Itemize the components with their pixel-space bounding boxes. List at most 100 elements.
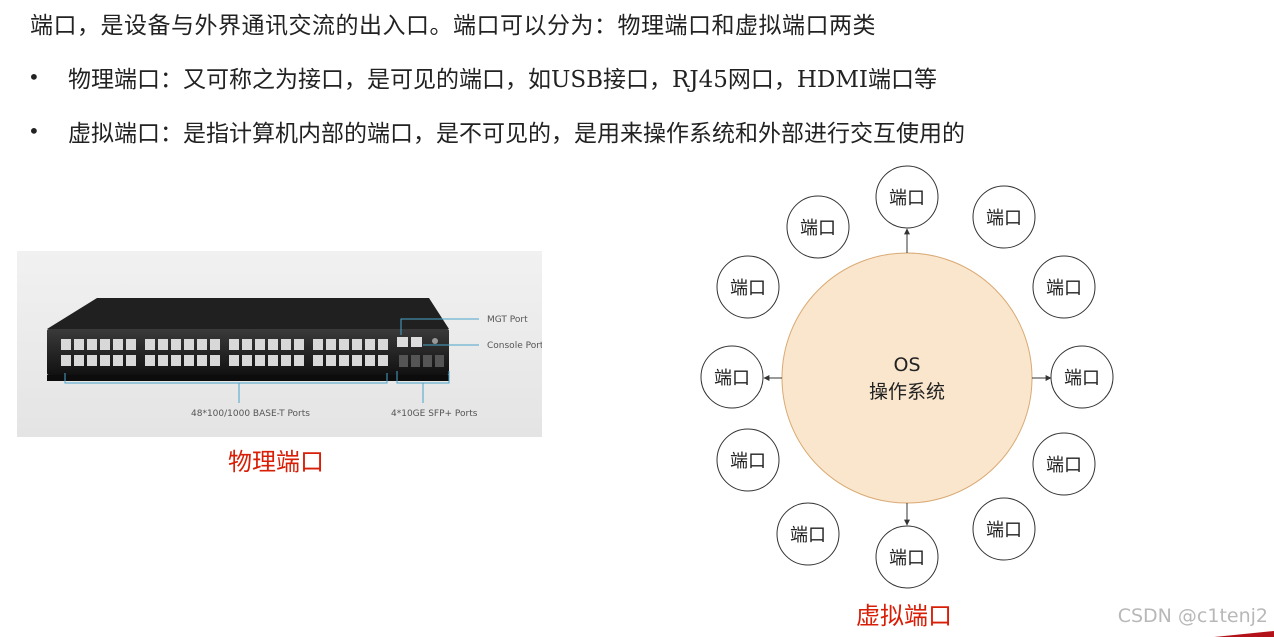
switch-top xyxy=(47,298,449,329)
rj45-port xyxy=(378,355,388,366)
label-sfp-ports: 4*10GE SFP+ Ports xyxy=(391,409,478,419)
logo-dot xyxy=(432,338,438,344)
rj45-port xyxy=(74,339,84,350)
rj45-port xyxy=(378,339,388,350)
mgt-port xyxy=(397,337,408,347)
port-node-label: 端口 xyxy=(1046,455,1082,476)
port-node xyxy=(776,502,840,566)
rj45-port xyxy=(100,355,110,366)
rj45-port xyxy=(197,355,207,366)
rj45-port xyxy=(365,355,375,366)
sfp-port xyxy=(435,355,444,367)
port-node xyxy=(972,185,1036,249)
rj45-port xyxy=(171,355,181,366)
port-node-label: 端口 xyxy=(889,188,925,209)
sfp-port xyxy=(423,355,432,367)
rj45-port xyxy=(87,355,97,366)
rj45-port xyxy=(339,355,349,366)
rj45-port xyxy=(313,339,323,350)
bullet-virtual: • 虚拟端口：是指计算机内部的端口，是不可见的，是用来操作系统和外部进行交互使用… xyxy=(28,114,965,148)
port-node xyxy=(875,165,939,229)
port-node-label: 端口 xyxy=(790,525,826,546)
rj45-port xyxy=(294,339,304,350)
port-node-label: 端口 xyxy=(986,208,1022,229)
rj45-port xyxy=(171,339,181,350)
rj45-port xyxy=(326,339,336,350)
rj45-port xyxy=(87,339,97,350)
corner-accent xyxy=(1214,631,1274,637)
rj45-port xyxy=(313,355,323,366)
rj45-port xyxy=(197,339,207,350)
os-label: OS xyxy=(893,354,920,376)
port-node xyxy=(786,195,850,259)
rj45-port xyxy=(281,339,291,350)
rj45-port xyxy=(255,339,265,350)
rj45-port xyxy=(158,355,168,366)
port-node xyxy=(716,255,780,319)
rj45-port-group xyxy=(61,339,388,366)
rj45-port xyxy=(100,339,110,350)
port-node-label: 端口 xyxy=(730,451,766,472)
sfp-port xyxy=(399,355,408,367)
rj45-port xyxy=(210,355,220,366)
port-node-label: 端口 xyxy=(1046,278,1082,299)
rj45-port xyxy=(268,339,278,350)
port-node-label: 端口 xyxy=(800,218,836,239)
rj45-port xyxy=(126,355,136,366)
rj45-port xyxy=(210,339,220,350)
rj45-port xyxy=(113,339,123,350)
rj45-port xyxy=(158,339,168,350)
os-center-circle xyxy=(781,252,1033,504)
switch-photo: MGT Port Console Port 48*100/1000 BASE-T… xyxy=(17,251,544,437)
os-label-cn: 操作系统 xyxy=(869,381,945,403)
rj45-port xyxy=(61,355,71,366)
rj45-port xyxy=(352,339,362,350)
rj45-port xyxy=(184,339,194,350)
rj45-port xyxy=(74,355,84,366)
rj45-port xyxy=(113,355,123,366)
rj45-port xyxy=(365,339,375,350)
rj45-port xyxy=(326,355,336,366)
bullet-marker: • xyxy=(28,65,40,89)
rj45-port xyxy=(184,355,194,366)
label-mgt: MGT Port xyxy=(487,315,528,325)
label-48-ports: 48*100/1000 BASE-T Ports xyxy=(191,409,310,419)
rj45-port xyxy=(229,355,239,366)
callout-lines xyxy=(64,318,479,403)
rj45-port xyxy=(145,339,155,350)
port-node-label: 端口 xyxy=(714,368,750,389)
port-node xyxy=(716,428,780,492)
switch-front xyxy=(47,329,449,375)
rj45-port xyxy=(126,339,136,350)
rj45-port xyxy=(145,355,155,366)
port-node-label: 端口 xyxy=(986,520,1022,541)
rj45-port xyxy=(339,339,349,350)
console-port xyxy=(411,337,422,347)
rj45-port xyxy=(242,355,252,366)
port-node xyxy=(1032,432,1096,496)
port-node xyxy=(1050,345,1114,409)
virtual-port-caption: 虚拟端口 xyxy=(856,602,952,630)
port-node xyxy=(1032,255,1096,319)
rj45-port xyxy=(61,339,71,350)
rj45-port xyxy=(352,355,362,366)
bullet-text: 虚拟端口：是指计算机内部的端口，是不可见的，是用来操作系统和外部进行交互使用的 xyxy=(68,121,965,147)
rj45-port xyxy=(281,355,291,366)
switch-bottom xyxy=(47,375,449,381)
port-node-label: 端口 xyxy=(889,548,925,569)
rj45-port xyxy=(255,355,265,366)
port-node xyxy=(972,497,1036,561)
port-node xyxy=(875,525,939,589)
physical-port-caption: 物理端口 xyxy=(228,448,324,476)
rj45-port xyxy=(294,355,304,366)
watermark: CSDN @c1tenj2 xyxy=(1117,605,1268,627)
intro-text: 端口，是设备与外界通讯交流的出入口。端口可以分为：物理端口和虚拟端口两类 xyxy=(30,13,876,39)
bullet-physical: • 物理端口：又可称之为接口，是可见的端口，如USB接口，RJ45网口，HDMI… xyxy=(28,60,937,94)
port-node xyxy=(700,345,764,409)
label-console: Console Port xyxy=(487,341,542,351)
port-node-label: 端口 xyxy=(1064,368,1100,389)
rj45-port xyxy=(229,339,239,350)
bullet-text: 物理端口：又可称之为接口，是可见的端口，如USB接口，RJ45网口，HDMI端口… xyxy=(68,67,937,93)
